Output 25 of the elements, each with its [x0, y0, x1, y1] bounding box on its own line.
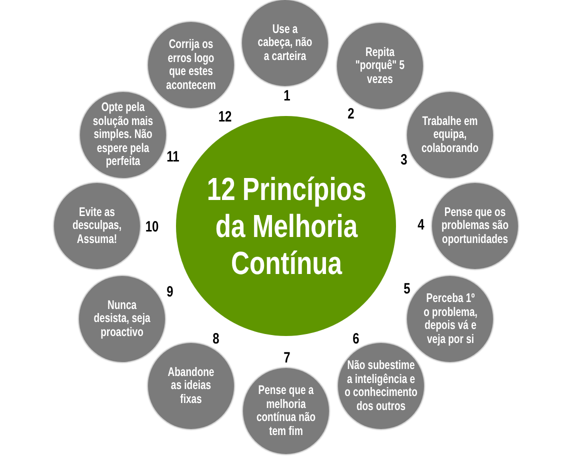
- principle-text: Abandone as ideias fixas: [166, 366, 216, 406]
- step-number: 12: [218, 110, 232, 124]
- step-number: 8: [212, 332, 220, 346]
- principle-text: Não subestime a inteligência e o conhecimento dos outros: [344, 359, 418, 413]
- step-number: 4: [418, 218, 424, 232]
- step-number: 11: [166, 150, 180, 164]
- principle-text: Opte pela solução mais simples. Não espere pela perfeita: [92, 101, 154, 169]
- step-number: 1: [284, 90, 290, 102]
- principle-text: Perceba 1º o problema, depois vá e veja por si: [423, 292, 477, 346]
- step-number: 7: [284, 352, 290, 364]
- principle-text: Pense que os problemas são oportunidades: [440, 206, 510, 246]
- step-number: 5: [404, 282, 410, 296]
- principle-text: Corrija os erros logo que estes acontecem: [165, 38, 217, 92]
- principle-text: Trabalhe em equipa, colaborando: [421, 114, 479, 156]
- principle-text: Evite as desculpas, Assuma!: [71, 206, 123, 246]
- principle-text: Repita "porquê" 5 vezes: [354, 46, 406, 86]
- step-number: 10: [145, 220, 159, 234]
- step-number: 6: [352, 332, 360, 346]
- principle-text: Pense que a melhoria contínua não tem fim: [255, 384, 317, 438]
- principle-text: Nunca desista, seja proactivo: [92, 298, 152, 340]
- step-number: 2: [348, 108, 354, 120]
- title-text: 12 Princípios da Melhoria Contínua: [205, 170, 367, 282]
- principle-text: Use a cabeça, não a carteira: [256, 22, 314, 64]
- step-number: 9: [166, 286, 174, 298]
- step-number: 3: [400, 154, 408, 166]
